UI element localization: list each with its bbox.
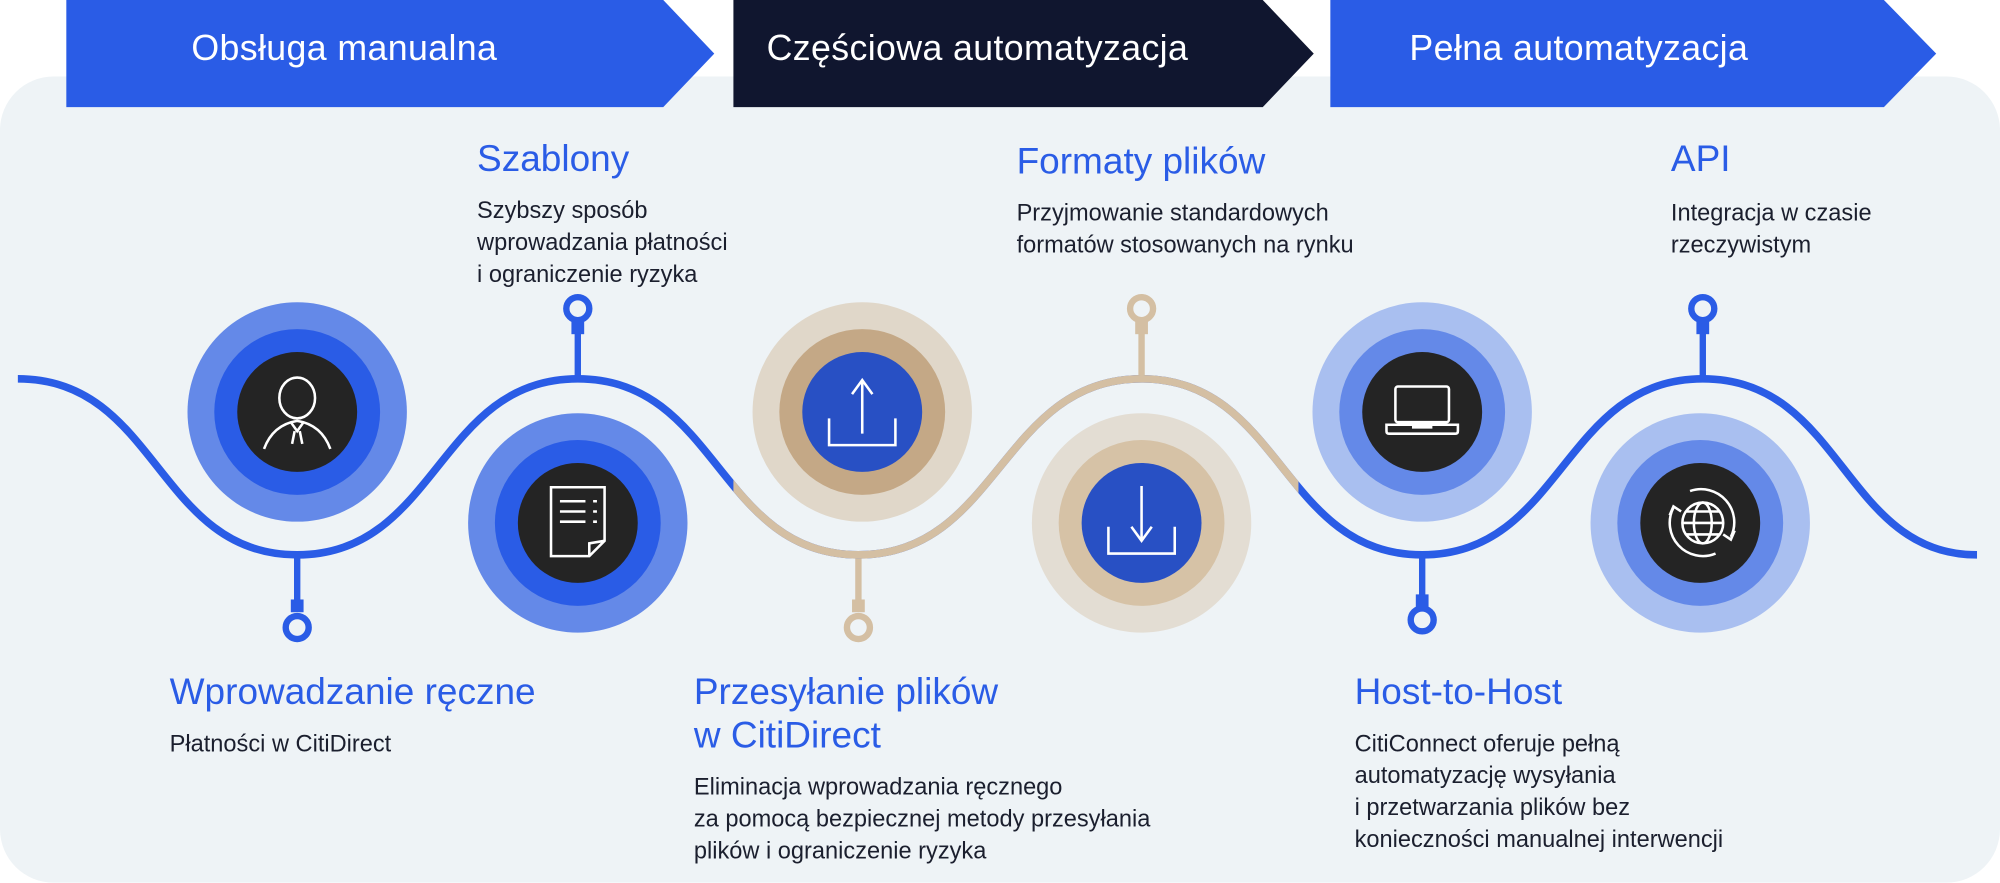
step-title-reczne: Wprowadzanie ręczne [169, 672, 536, 714]
pin-formaty [1126, 294, 1157, 379]
stage-label-partial: Częściowa automatyzacja [766, 28, 1189, 68]
globe-node [1590, 413, 1810, 633]
step-desc-przesylanie: Eliminacja wprowadzania ręcznego za pomo… [694, 770, 1150, 866]
person-node [187, 302, 407, 522]
step-desc-reczne: Płatności w CitiDirect [170, 727, 392, 759]
timeline-wave-partial [733, 374, 1299, 559]
desc-line: CitiConnect oferuje pełną [1354, 729, 1620, 757]
step-title-przesylanie: Przesyłanie plików w CitiDirect [694, 671, 998, 758]
desc-line: Przyjmowanie standardowych [1016, 198, 1329, 226]
upload-icon [827, 377, 897, 447]
title-line: w CitiDirect [693, 715, 881, 757]
step-desc-api: Integracja w czasie rzeczywistym [1671, 196, 1872, 260]
stage-banner-partial [733, 0, 1314, 108]
desc-line: automatyzację wysyłania [1354, 761, 1616, 789]
desc-line: formatów stosowanych na rynku [1016, 230, 1354, 258]
desc-line: konieczności manualnej interwencji [1354, 825, 1724, 853]
laptop-node [1312, 302, 1532, 522]
download-node [1031, 413, 1252, 633]
step-desc-host: CitiConnect oferuje pełną automatyzację … [1355, 727, 1724, 855]
pin-przesylanie [843, 554, 874, 643]
desc-line: plików i ograniczenie ryzyka [693, 836, 987, 864]
stage-banner-manual [66, 0, 715, 108]
upload-node [752, 302, 972, 522]
pin-szablony [563, 294, 593, 379]
desc-line: Eliminacja wprowadzania ręcznego [693, 772, 1063, 800]
title-line: Przesyłanie plików [693, 672, 999, 714]
stage-label-full: Pełna automatyzacja [1409, 28, 1749, 68]
pin-api [1688, 294, 1718, 379]
document-node [468, 413, 688, 633]
person-icon [262, 376, 332, 450]
desc-line: Płatności w CitiDirect [169, 729, 392, 757]
desc-line: i przetwarzania plików bez [1354, 793, 1631, 821]
desc-line: rzeczywistym [1670, 230, 1812, 258]
step-title-host: Host-to-Host [1354, 672, 1563, 714]
desc-line: i ograniczenie ryzyka [477, 260, 698, 287]
desc-line: Szybszy sposób [477, 196, 648, 224]
step-title-formaty: Formaty plików [1016, 141, 1266, 183]
desc-line: Integracja w czasie [1670, 198, 1872, 226]
desc-line: wprowadzania płatności [477, 228, 728, 256]
step-title-api: API [1670, 139, 1731, 180]
stage-label-manual: Obsługa manualna [191, 28, 498, 68]
pin-wprowadzanie [282, 554, 312, 643]
step-title-szablony: Szablony [477, 139, 630, 180]
document-icon [549, 485, 606, 558]
step-desc-szablony: Szybszy sposób wprowadzania płatności i … [477, 194, 728, 290]
step-desc-formaty: Przyjmowanie standardowych formatów stos… [1017, 196, 1354, 260]
download-icon [1107, 485, 1177, 555]
globe-sync-icon [1668, 487, 1736, 558]
stage-banner-full [1330, 0, 1937, 108]
desc-line: za pomocą bezpiecznej metody przesyłania [693, 804, 1151, 832]
pin-host [1407, 554, 1437, 635]
laptop-icon [1385, 385, 1460, 435]
